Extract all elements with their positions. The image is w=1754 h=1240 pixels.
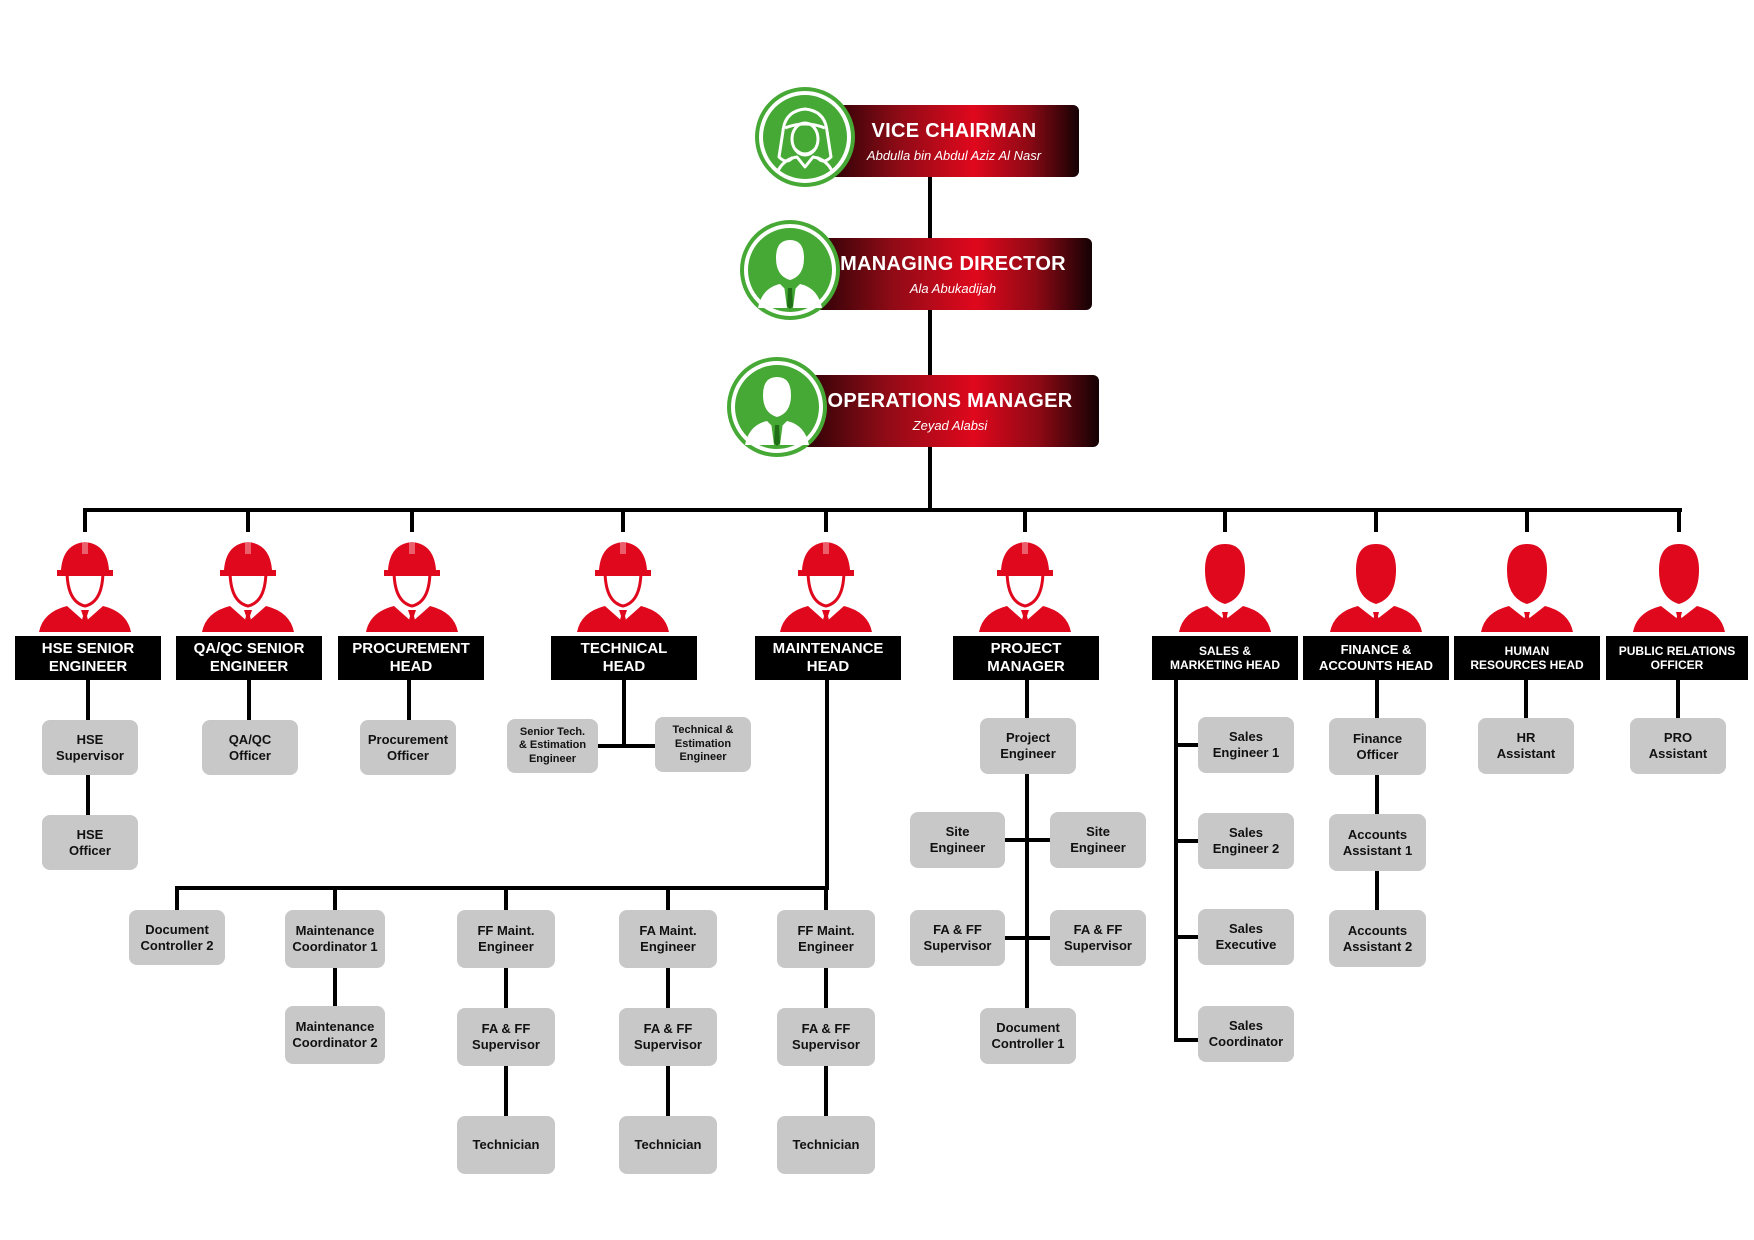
staff-fa-ff-supervisor: FA & FF Supervisor: [777, 1008, 875, 1066]
exec-title-bar: MANAGING DIRECTOR Ala Abukadijah: [814, 238, 1092, 310]
exec-title: OPERATIONS MANAGER: [827, 390, 1073, 412]
dept-label-pr: PUBLIC RELATIONS OFFICER: [1606, 636, 1748, 680]
engineer-helmet-icon: [364, 536, 460, 632]
staff-accounts-assistant-1: Accounts Assistant 1: [1329, 814, 1426, 871]
staff-hse-supervisor: HSE Supervisor: [42, 720, 138, 775]
exec-operations-manager: OPERATIONS MANAGER Zeyad Alabsi: [731, 361, 1099, 453]
staff-technician: Technician: [457, 1116, 555, 1174]
staff-sales-executive: Sales Executive: [1198, 909, 1294, 965]
staff-fa-ff-supervisor: FA & FF Supervisor: [619, 1008, 717, 1066]
dept-label-maintenance: MAINTENANCE HEAD: [755, 636, 901, 680]
exec-title: MANAGING DIRECTOR: [840, 253, 1066, 275]
staff-hse-officer: HSE Officer: [42, 815, 138, 870]
exec-name: Ala Abukadijah: [909, 281, 997, 296]
dept-label-sales: SALES & MARKETING HEAD: [1152, 636, 1298, 680]
businessman-icon: [731, 361, 823, 453]
staff-project-engineer: Project Engineer: [980, 718, 1076, 774]
dept-label-technical: TECHNICAL HEAD: [551, 636, 697, 680]
staff-fa-ff-supervisor: FA & FF Supervisor: [910, 910, 1005, 966]
staff-site-engineer: Site Engineer: [1050, 812, 1146, 868]
exec-vice-chairman: VICE CHAIRMAN Abdulla bin Abdul Aziz Al …: [759, 91, 1079, 183]
manager-icon: [1177, 536, 1273, 632]
manager-icon: [1631, 536, 1727, 632]
staff-fa-ff-supervisor: FA & FF Supervisor: [457, 1008, 555, 1066]
staff-ff-maint-engineer: FF Maint. Engineer: [777, 910, 875, 968]
staff-ff-maint-engineer: FF Maint. Engineer: [457, 910, 555, 968]
dept-label-hr: HUMAN RESOURCES HEAD: [1454, 636, 1600, 680]
staff-technician: Technician: [619, 1116, 717, 1174]
engineer-helmet-icon: [37, 536, 133, 632]
staff-sales-coordinator: Sales Coordinator: [1198, 1006, 1294, 1062]
engineer-helmet-icon: [778, 536, 874, 632]
staff-procurement-officer: Procurement Officer: [360, 720, 456, 775]
staff-finance-officer: Finance Officer: [1329, 718, 1426, 775]
dept-label-procurement: PROCUREMENT HEAD: [338, 636, 484, 680]
staff-qaqc-officer: QA/QC Officer: [202, 720, 298, 775]
staff-senior-tech-estimation-engineer: Senior Tech. & Estimation Engineer: [507, 719, 598, 773]
staff-accounts-assistant-2: Accounts Assistant 2: [1329, 910, 1426, 967]
staff-hr-assistant: HR Assistant: [1478, 718, 1574, 774]
exec-managing-director: MANAGING DIRECTOR Ala Abukadijah: [744, 224, 1092, 316]
engineer-helmet-icon: [575, 536, 671, 632]
engineer-helmet-icon: [200, 536, 296, 632]
staff-document-controller-1: Document Controller 1: [980, 1008, 1076, 1064]
dept-label-hse: HSE SENIOR ENGINEER: [15, 636, 161, 680]
dept-label-finance: FINANCE & ACCOUNTS HEAD: [1303, 636, 1449, 680]
exec-title-bar: OPERATIONS MANAGER Zeyad Alabsi: [801, 375, 1099, 447]
staff-document-controller-2: Document Controller 2: [129, 910, 225, 965]
staff-maintenance-coordinator-1: Maintenance Coordinator 1: [285, 910, 385, 968]
manager-icon: [1328, 536, 1424, 632]
engineer-helmet-icon: [977, 536, 1073, 632]
staff-sales-engineer-1: Sales Engineer 1: [1198, 717, 1294, 773]
staff-pro-assistant: PRO Assistant: [1630, 718, 1726, 774]
staff-fa-maint-engineer: FA Maint. Engineer: [619, 910, 717, 968]
dept-label-qaqc: QA/QC SENIOR ENGINEER: [176, 636, 322, 680]
staff-site-engineer: Site Engineer: [910, 812, 1005, 868]
businessman-icon: [744, 224, 836, 316]
exec-name: Abdulla bin Abdul Aziz Al Nasr: [866, 148, 1042, 163]
arab-man-icon: [759, 91, 851, 183]
staff-sales-engineer-2: Sales Engineer 2: [1198, 813, 1294, 869]
staff-technical-estimation-engineer: Technical & Estimation Engineer: [655, 717, 751, 772]
staff-maintenance-coordinator-2: Maintenance Coordinator 2: [285, 1006, 385, 1064]
staff-technician: Technician: [777, 1116, 875, 1174]
dept-label-project: PROJECT MANAGER: [953, 636, 1099, 680]
staff-fa-ff-supervisor: FA & FF Supervisor: [1050, 910, 1146, 966]
exec-title: VICE CHAIRMAN: [871, 120, 1037, 142]
manager-icon: [1479, 536, 1575, 632]
exec-title-bar: VICE CHAIRMAN Abdulla bin Abdul Aziz Al …: [829, 105, 1079, 177]
exec-name: Zeyad Alabsi: [912, 418, 988, 433]
